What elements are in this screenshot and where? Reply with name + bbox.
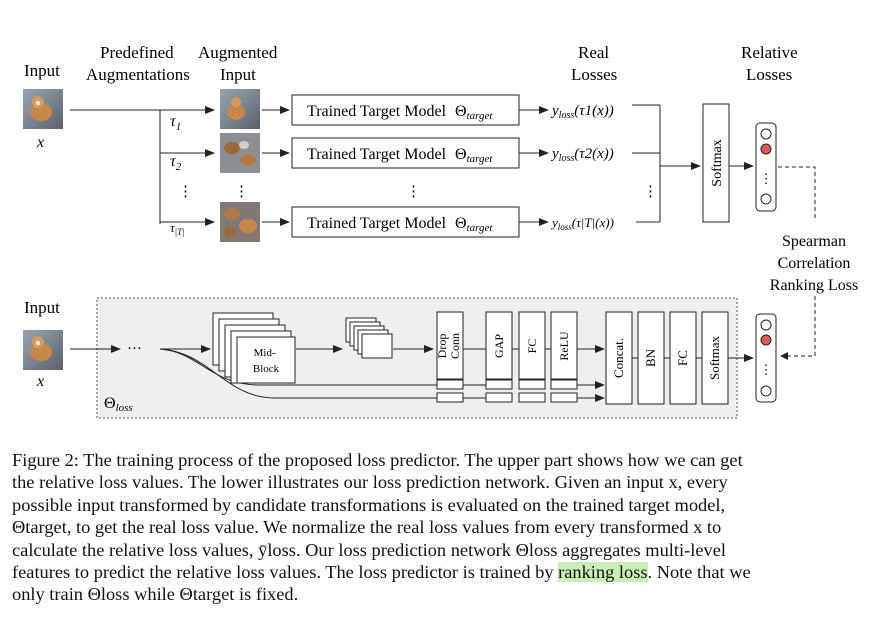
theta-loss-label: Θloss bbox=[104, 395, 133, 414]
header-relative: Relative bbox=[741, 43, 798, 62]
vdots-taus: ⋮ bbox=[178, 184, 193, 200]
figure-diagram: Input Predefined Augmentations Augmented… bbox=[23, 43, 858, 419]
input-image-top bbox=[23, 89, 63, 129]
arrows-to-losses bbox=[519, 106, 549, 226]
svg-text:BN: BN bbox=[643, 348, 658, 367]
mid-block-stack bbox=[212, 312, 296, 384]
svg-text:⋮: ⋮ bbox=[760, 171, 773, 186]
svg-text:Ranking Loss: Ranking Loss bbox=[770, 277, 858, 294]
header-augmentations: Augmentations bbox=[86, 65, 190, 84]
svg-text:FC: FC bbox=[675, 350, 690, 366]
vdots-augmented: ⋮ bbox=[234, 184, 249, 200]
figure-caption: Figure 2: The training process of the pr… bbox=[12, 449, 860, 606]
spearman-arrowhead bbox=[780, 352, 788, 360]
svg-text:Spearman: Spearman bbox=[782, 233, 846, 250]
tau-2: τ2 bbox=[170, 153, 182, 173]
tau-labels: τ1 τ2 τ|T| bbox=[170, 113, 185, 237]
arrows-to-models bbox=[262, 106, 290, 226]
header-augmented: Augmented bbox=[198, 43, 278, 62]
svg-text:FC: FC bbox=[525, 339, 539, 354]
svg-text:Softmax: Softmax bbox=[707, 335, 722, 380]
svg-text:Concat.: Concat. bbox=[611, 338, 626, 378]
caption-line-1: Figure 2: The training process of the pr… bbox=[12, 450, 743, 470]
feature-head-labels: DropConn GAP FC ReLU bbox=[435, 331, 571, 361]
skip-lane-links bbox=[463, 381, 605, 402]
augmented-image-2 bbox=[220, 133, 260, 173]
spearman-link bbox=[778, 166, 816, 357]
tau-1: τ1 bbox=[170, 113, 181, 133]
augmented-image-1 bbox=[220, 89, 260, 129]
tau-t: τ|T| bbox=[170, 220, 185, 237]
caption-line-3: possible input transformed by candidate … bbox=[12, 494, 726, 515]
caption-line-6: features to predict the relative loss va… bbox=[12, 562, 751, 583]
relative-loss-vector-top: ⋮ bbox=[755, 122, 777, 212]
caption-line-5: calculate the relative loss values, ȳlos… bbox=[12, 539, 726, 560]
real-loss-labels: yloss(τ1(x)) yloss(τ2(x)) yloss(τ|T|(x)) bbox=[550, 103, 614, 232]
vdots-models: ⋮ bbox=[406, 184, 421, 200]
svg-text:ReLU: ReLU bbox=[557, 331, 571, 361]
hdots-bottom: ··· bbox=[127, 341, 142, 357]
real-loss-1: yloss(τ1(x)) bbox=[550, 103, 614, 121]
head-layers bbox=[605, 311, 729, 405]
input-x-bottom: x bbox=[36, 373, 44, 390]
input-x-top: x bbox=[36, 134, 44, 151]
vdots-losses: ⋮ bbox=[643, 184, 658, 200]
real-loss-2: yloss(τ2(x)) bbox=[550, 146, 614, 164]
header-predefined: Predefined bbox=[100, 43, 174, 62]
loss-collector bbox=[632, 104, 701, 223]
skip-curves bbox=[159, 345, 437, 399]
svg-text:⋮: ⋮ bbox=[760, 362, 773, 377]
bottom-input-label: Input bbox=[24, 298, 60, 317]
relative-loss-vector-bottom: ⋮ bbox=[755, 313, 777, 403]
augmented-image-t bbox=[220, 202, 260, 242]
header-real-losses: Losses bbox=[571, 65, 617, 84]
svg-text:GAP: GAP bbox=[492, 334, 506, 358]
header-relative-losses: Losses bbox=[746, 65, 792, 84]
caption-line-2: the relative loss values. The lower illu… bbox=[12, 472, 728, 493]
header-augmented-input: Input bbox=[220, 65, 256, 84]
feature-head bbox=[436, 311, 578, 380]
head-layer-labels: Concat. BN FC Softmax bbox=[611, 335, 722, 380]
mid-block-label: Mid- Block bbox=[253, 347, 280, 375]
svg-text:DropConn: DropConn bbox=[435, 333, 462, 359]
header-real: Real bbox=[578, 43, 609, 62]
small-block-stack bbox=[345, 317, 393, 359]
softmax-top: Softmax bbox=[702, 103, 730, 223]
input-image-bottom bbox=[23, 330, 63, 370]
real-loss-t: yloss(τ|T|(x)) bbox=[550, 215, 614, 232]
caption-line-4: Θtarget, to get the real loss value. We … bbox=[12, 517, 722, 538]
spearman-label: Spearman Correlation Ranking Loss bbox=[770, 233, 858, 294]
svg-text:Correlation: Correlation bbox=[778, 255, 851, 272]
svg-text:Softmax: Softmax bbox=[710, 139, 725, 186]
highlighted-ranking-loss: ranking loss bbox=[558, 562, 648, 583]
caption-line-7: only train Θloss while Θtarget is fixed. bbox=[12, 584, 299, 605]
header-input: Input bbox=[24, 61, 60, 80]
augmentation-branches bbox=[70, 106, 215, 226]
